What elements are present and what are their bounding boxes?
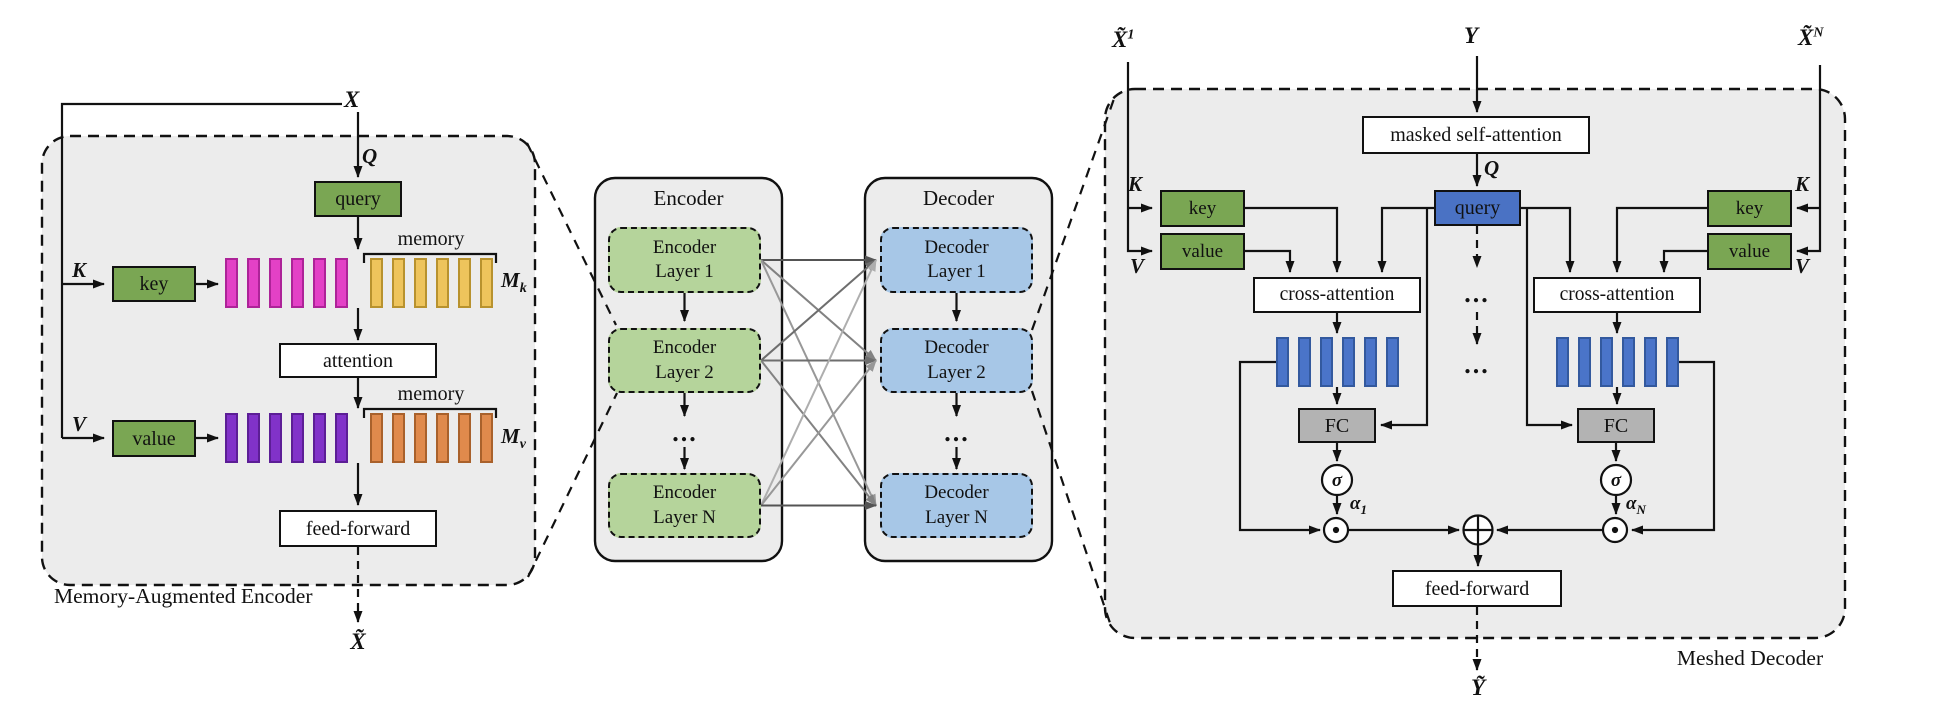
decoder-xn-base: X̃ <box>1798 25 1814 50</box>
key-feature-bars <box>225 258 348 308</box>
decoder-layer-2: Decoder Layer 2 <box>880 328 1033 393</box>
alpha-1-base: α <box>1350 493 1361 514</box>
decoder-panel-caption: Meshed Decoder <box>1676 646 1824 670</box>
elementwise-product-node-N <box>1601 516 1629 544</box>
sigmoid-gate-node-N <box>1599 463 1633 497</box>
decoder-vn-label: V <box>1795 254 1810 278</box>
encoder-output-label: X̃ <box>350 629 366 654</box>
decoder-xn-label: X̃N <box>1798 26 1823 49</box>
encoder-attention-box: attention <box>279 343 437 378</box>
encoder-k-label: K <box>72 258 87 282</box>
alpha-1-label: α1 <box>1350 493 1367 516</box>
attended-feature-bars-n <box>1556 337 1679 387</box>
elementwise-product-node-1 <box>1322 516 1350 544</box>
alpha-n-label: αN <box>1626 493 1646 516</box>
decoder-x1-label: X̃1 <box>1112 28 1134 51</box>
decoder-value-box-n: value <box>1707 233 1792 270</box>
encoder-layer-n-line2: Layer N <box>653 506 716 528</box>
decoder-y-input-label: Y <box>1464 23 1479 48</box>
memory-bracket-k <box>362 252 498 263</box>
decoder-stack-title: Decoder <box>922 186 995 210</box>
encoder-layer-2-line2: Layer 2 <box>655 361 714 383</box>
decoder-layer-n: Decoder Layer N <box>880 473 1033 538</box>
decoder-middle-dots-top: ... <box>1464 279 1490 308</box>
decoder-layer-1-line1: Decoder <box>924 236 989 258</box>
encoder-layer-n: Encoder Layer N <box>608 473 761 538</box>
decoder-k1-label: K <box>1128 172 1143 196</box>
value-memory-bars <box>370 413 493 463</box>
masked-self-attention-box: masked self-attention <box>1362 116 1590 154</box>
fc-box-n: FC <box>1577 408 1655 443</box>
decoder-kn-label: K <box>1795 172 1810 196</box>
decoder-x1-sup: 1 <box>1127 27 1135 43</box>
encoder-layer-1-line2: Layer 1 <box>655 261 714 282</box>
encoder-layer-1-line1: Encoder <box>652 236 717 258</box>
decoder-feed-forward-box: feed-forward <box>1392 570 1562 607</box>
decoder-layer-1: Decoder Layer 1 <box>880 227 1033 293</box>
decoder-key-box-n: key <box>1707 190 1792 227</box>
memory-k-base: M <box>501 268 520 292</box>
decoder-middle-dots-bottom: ... <box>1464 350 1490 379</box>
decoder-layer-2-line1: Decoder <box>924 337 989 359</box>
sum-node <box>1462 514 1494 546</box>
memory-v-base: M <box>501 424 520 448</box>
memory-k-symbol: Mk <box>501 268 527 296</box>
memory-v-symbol: Mv <box>501 424 526 452</box>
encoder-v-label: V <box>72 412 87 436</box>
memory-label-k: memory <box>397 228 465 250</box>
encoder-value-box: value <box>112 420 196 457</box>
decoder-stack-dots: ... <box>944 418 970 447</box>
alpha-n-sub: N <box>1636 501 1646 517</box>
decoder-layer-1-line2: Layer 1 <box>927 261 986 282</box>
encoder-panel-arrows <box>60 102 498 623</box>
decoder-layer-n-line2: Layer N <box>925 506 988 528</box>
encoder-layer-2-line1: Encoder <box>652 337 717 359</box>
decoder-key-box-1: key <box>1160 190 1245 227</box>
decoder-q-label: Q <box>1484 156 1500 180</box>
encoder-layer-1: Encoder Layer 1 <box>608 227 761 293</box>
encoder-stack-title: Encoder <box>653 186 724 210</box>
encoder-panel-caption: Memory-Augmented Encoder <box>54 584 313 608</box>
key-memory-bars <box>370 258 493 308</box>
encoder-stack-dots: ... <box>672 418 698 447</box>
fc-box-1: FC <box>1298 408 1376 443</box>
decoder-xn-sup: N <box>1813 25 1824 41</box>
decoder-x1-base: X̃ <box>1112 27 1128 52</box>
decoder-output-label: Ỹ <box>1470 675 1486 700</box>
alpha-n-base: α <box>1626 493 1637 514</box>
decoder-layer-2-line2: Layer 2 <box>927 361 986 383</box>
meshed-decoder-panel <box>1103 87 1847 640</box>
value-feature-bars <box>225 413 348 463</box>
memory-k-sub: k <box>519 281 527 297</box>
memory-bracket-v <box>362 407 498 418</box>
attended-feature-bars-1 <box>1276 337 1399 387</box>
stack-internal-arrows <box>680 293 961 470</box>
cross-attention-box-n: cross-attention <box>1533 277 1701 313</box>
encoder-layer-2: Encoder Layer 2 <box>608 328 761 393</box>
encoder-layer-n-line1: Encoder <box>652 482 717 504</box>
decoder-panel-arrows <box>1126 56 1822 671</box>
encoder-key-box: key <box>112 266 196 302</box>
mesh-connectivity-arrows <box>760 255 877 510</box>
decoder-value-box-1: value <box>1160 233 1245 270</box>
alpha-1-sub: 1 <box>1360 501 1368 517</box>
sigmoid-gate-node-1 <box>1320 463 1354 497</box>
encoder-query-box: query <box>314 181 402 217</box>
decoder-v1-label: V <box>1130 254 1145 278</box>
cross-attention-box-1: cross-attention <box>1253 277 1421 313</box>
encoder-feed-forward-box: feed-forward <box>279 510 437 547</box>
encoder-q-label: Q <box>362 144 378 168</box>
sigma-glyph-n: σ <box>1610 469 1622 491</box>
sigma-glyph-1: σ <box>1331 469 1343 491</box>
zoom-connector-lines <box>526 95 1117 630</box>
memory-label-v: memory <box>397 383 465 405</box>
encoder-input-label: X <box>344 87 360 112</box>
decoder-layer-n-line1: Decoder <box>924 482 989 504</box>
decoder-query-box: query <box>1434 190 1521 226</box>
memory-v-sub: v <box>519 437 526 453</box>
